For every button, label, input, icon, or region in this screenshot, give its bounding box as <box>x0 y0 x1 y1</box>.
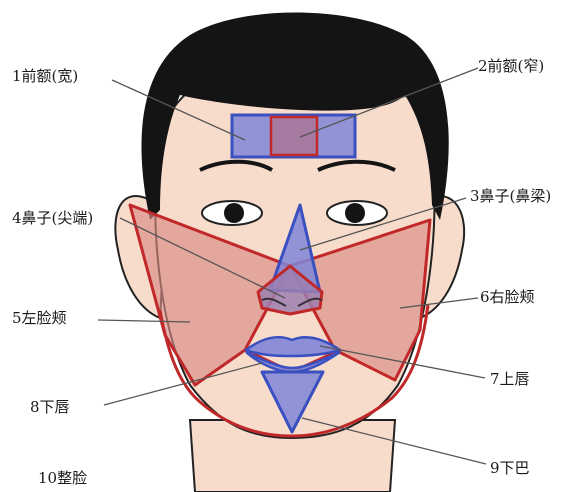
label-right-cheek: 6右脸颊 <box>480 288 535 306</box>
label-chin: 9下巴 <box>490 459 530 477</box>
right-pupil <box>345 203 365 223</box>
label-lower-lip: 8下唇 <box>30 398 70 416</box>
label-whole-face: 10整脸 <box>38 469 87 487</box>
region-forehead-narrow <box>271 117 317 155</box>
label-left-cheek: 5左脸颊 <box>12 309 67 327</box>
label-nose-tip: 4鼻子(尖端) <box>12 209 93 227</box>
label-nose-bridge: 3鼻子(鼻梁) <box>470 187 551 205</box>
label-upper-lip: 7上唇 <box>490 370 530 388</box>
label-forehead-narrow: 2前额(窄) <box>478 57 544 75</box>
left-pupil <box>224 203 244 223</box>
label-forehead-wide: 1前额(宽) <box>12 67 78 85</box>
